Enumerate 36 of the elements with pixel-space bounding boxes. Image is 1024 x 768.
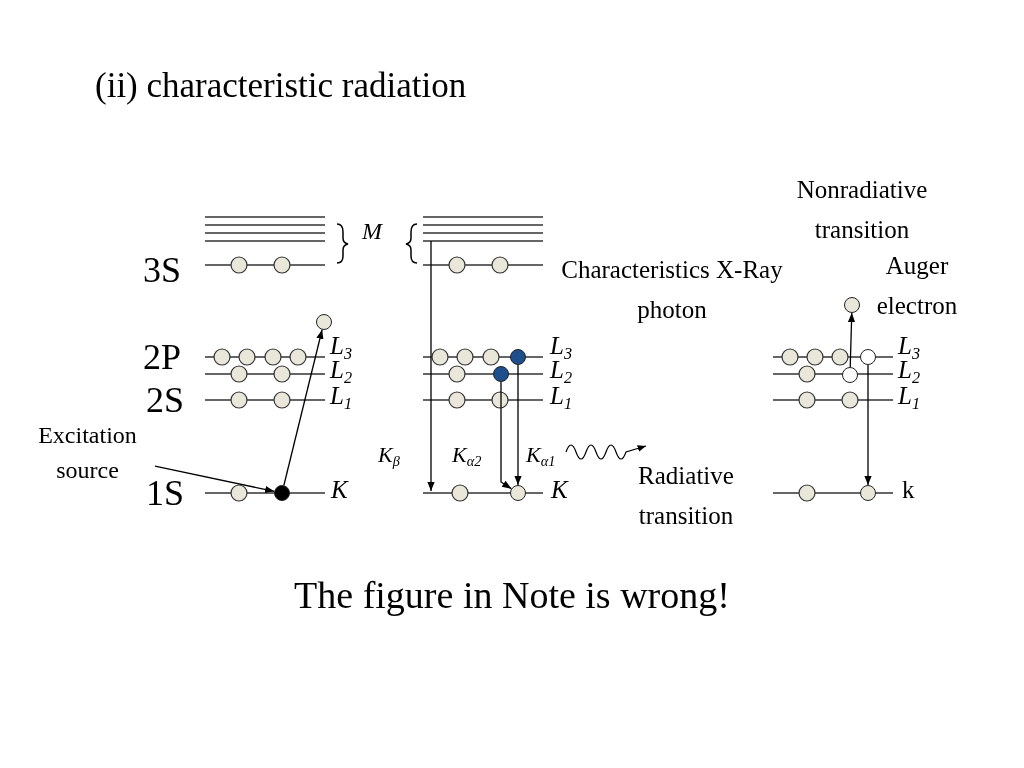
electron-hole-icon [842, 367, 858, 383]
level-name: 3S [143, 250, 182, 292]
shell-label: M [362, 218, 382, 246]
level-label: L$_{1}$ [330, 382, 353, 414]
annotation: Nonradiative transition [795, 175, 929, 245]
electron-icon [274, 485, 290, 501]
arrow [514, 364, 522, 486]
annotation: Auger electron [875, 251, 959, 321]
transition-label: K$_{α2}$ [452, 442, 482, 470]
caption: The figure in Note is wrong! [293, 574, 731, 618]
arrow [283, 329, 324, 486]
level-label: k [902, 476, 915, 505]
electron-hole-icon [860, 349, 876, 365]
electron-icon [510, 349, 526, 365]
arrow [847, 312, 856, 368]
level-label: L$_{1}$ [550, 382, 573, 414]
level-name: 2S [146, 380, 185, 422]
electron-icon [510, 485, 526, 501]
node-label: Excitation source [37, 421, 138, 485]
level-label: K [331, 476, 348, 505]
arrow [154, 465, 275, 494]
electron-icon [316, 314, 332, 330]
electron-icon [493, 366, 509, 382]
transition-label: K$_{β}$ [378, 442, 400, 470]
level-label: K [551, 476, 568, 505]
arrow [864, 364, 872, 486]
electron-icon [860, 485, 876, 501]
level-name: 1S [146, 473, 185, 515]
annotation: Radiative transition [637, 461, 735, 531]
level-label: L$_{1}$ [898, 382, 921, 414]
arrow [500, 381, 512, 490]
level-name: 2P [143, 337, 182, 379]
transition-label: K$_{α1}$ [526, 442, 556, 470]
annotation: Characteristics X-Ray photon [560, 255, 784, 325]
electron-icon [844, 297, 860, 313]
title: (ii) characteristic radiation [95, 66, 467, 107]
